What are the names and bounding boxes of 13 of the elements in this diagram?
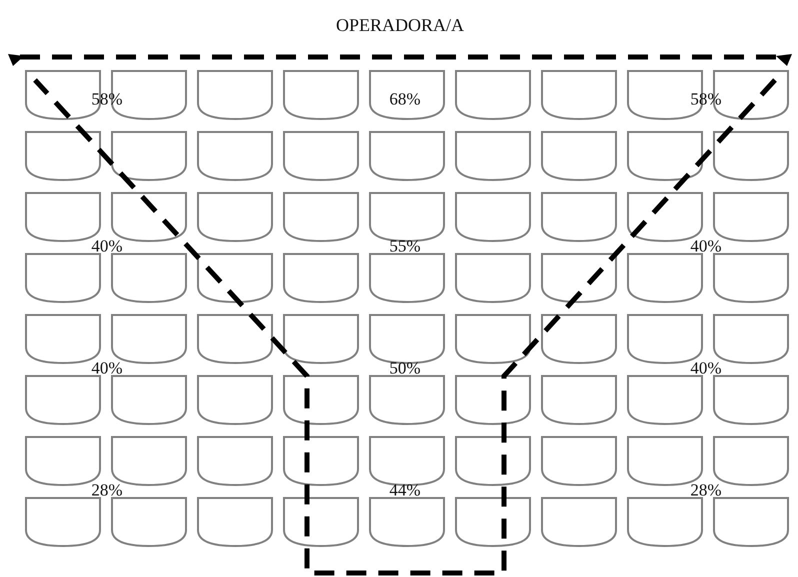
percentage-label: 40%	[91, 238, 123, 254]
percentage-label: 40%	[690, 360, 722, 376]
percentage-label: 58%	[91, 90, 123, 108]
percentage-label: 44%	[389, 482, 421, 498]
percentage-label: 58%	[690, 90, 722, 108]
percentage-label: 28%	[690, 482, 722, 498]
operator-label: OPERADORA/A	[336, 16, 464, 34]
percentage-label: 40%	[690, 238, 722, 254]
percentage-label: 28%	[91, 482, 123, 498]
percentage-label: 40%	[91, 360, 123, 376]
percentage-label: 68%	[389, 90, 421, 108]
percentage-label: 55%	[389, 238, 421, 254]
percentage-label: 50%	[389, 360, 421, 376]
